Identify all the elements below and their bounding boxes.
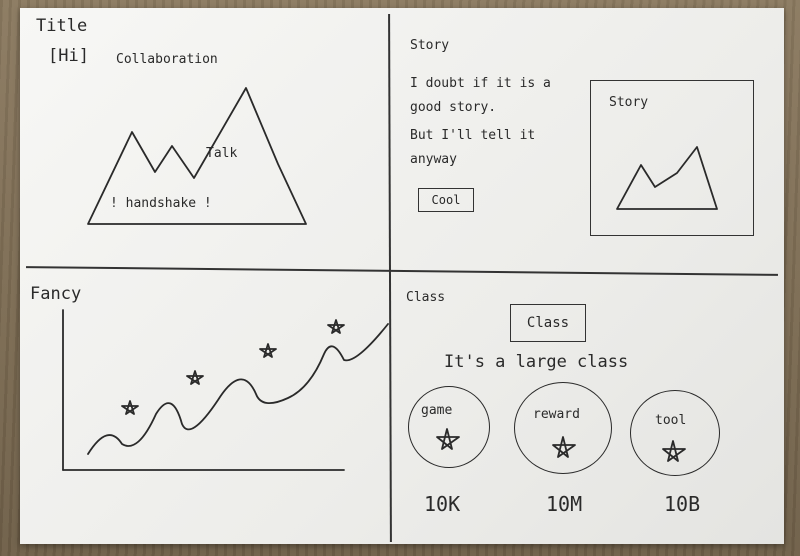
talk-label: Talk (206, 146, 238, 161)
star-icon (186, 370, 204, 385)
large-class-label: It's a large class (444, 352, 629, 372)
star-icon (662, 440, 686, 462)
reward-value: 10M (546, 492, 583, 516)
star-icon (436, 428, 460, 450)
story-heading: Story (410, 38, 450, 53)
trend-line (87, 323, 389, 455)
mountain-icon (87, 87, 307, 225)
horizontal-divider (26, 266, 778, 276)
mountain-icon (616, 146, 718, 210)
story-line-1: I doubt if it is a (410, 76, 551, 91)
reward-item[interactable]: reward (514, 382, 612, 474)
tool-label: tool (655, 413, 687, 428)
story-image-label: Story (609, 95, 649, 110)
star-icon (552, 436, 576, 458)
star-icon (259, 343, 277, 358)
collaboration-label: Collaboration (116, 52, 218, 67)
hi-bracket-label: [Hi] (48, 46, 89, 66)
star-icon (121, 400, 139, 415)
sketch-paper: Title [Hi] Collaboration Talk ! handshak… (20, 8, 784, 544)
game-label: game (421, 403, 453, 418)
title-label: Title (36, 16, 88, 36)
class-heading: Class (406, 290, 446, 305)
tool-item[interactable]: tool (630, 390, 720, 476)
reward-label: reward (533, 407, 580, 422)
star-icon (327, 319, 345, 334)
story-image-frame: Story (590, 80, 754, 236)
story-line-3: But I'll tell it (410, 128, 536, 143)
fancy-heading: Fancy (30, 284, 82, 304)
cool-button[interactable]: Cool (418, 188, 474, 212)
story-line-4: anyway (410, 152, 457, 167)
trend-chart (62, 309, 389, 471)
class-button[interactable]: Class (510, 304, 586, 342)
story-line-2: good story. (410, 100, 497, 115)
game-value: 10K (424, 492, 461, 516)
game-item[interactable]: game (408, 386, 490, 468)
tool-value: 10B (664, 492, 701, 516)
handshake-label: ! handshake ! (110, 196, 212, 211)
